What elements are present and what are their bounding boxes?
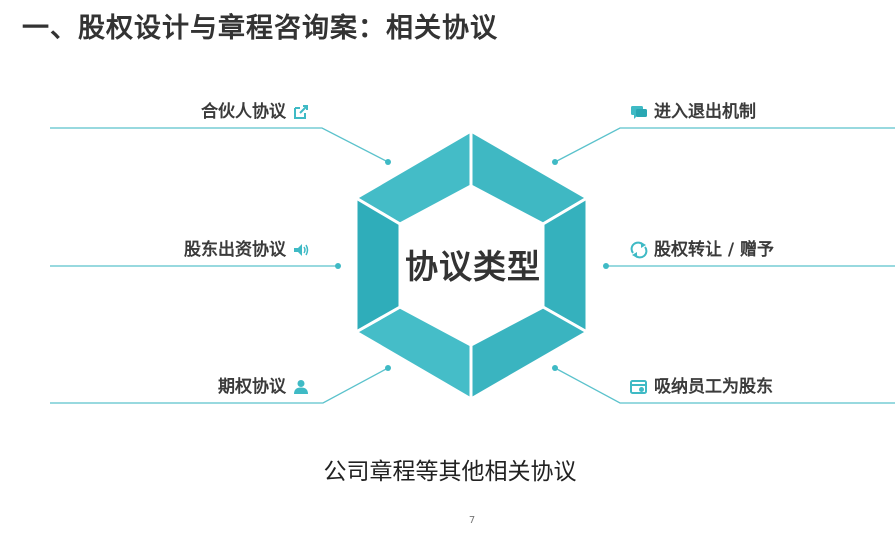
- connector-line-right-1: [554, 127, 895, 163]
- hexagon-segment-left: [354, 196, 402, 334]
- item-label: 吸纳员工为股东: [654, 377, 773, 397]
- item-shareholder-investment-agreement: 股东出资协议: [130, 239, 316, 261]
- connector-dot-left-3: [385, 365, 391, 371]
- item-label: 股东出资协议: [184, 240, 286, 260]
- connector-line-left-3: [50, 367, 389, 404]
- page-title: 一、股权设计与章程咨询案：相关协议: [22, 13, 498, 44]
- connector-dot-right-2: [603, 263, 609, 269]
- connector-dot-right-1: [552, 159, 558, 165]
- speaker-icon: [292, 241, 310, 259]
- connector-line-left-1: [50, 127, 389, 163]
- item-label: 期权协议: [218, 377, 286, 397]
- item-entry-exit-mechanism: 进入退出机制: [624, 101, 756, 123]
- user-icon: [292, 378, 310, 396]
- transfer-icon: [630, 241, 648, 259]
- share-icon: [292, 103, 310, 121]
- hexagon-segment-bottom-right: [469, 305, 589, 401]
- center-label: 协议类型: [405, 247, 541, 286]
- footer-text: 公司章程等其他相关协议: [323, 459, 577, 485]
- card-icon: [630, 378, 648, 396]
- connector-dot-right-3: [552, 365, 558, 371]
- connector-dot-left-2: [335, 263, 341, 269]
- item-label: 进入退出机制: [654, 102, 756, 122]
- chat-icon: [630, 103, 648, 121]
- item-label: 股权转让 / 赠予: [654, 240, 775, 260]
- page-number: 7: [468, 515, 476, 526]
- connector-dot-left-1: [385, 159, 391, 165]
- item-equity-transfer-gift: 股权转让 / 赠予: [624, 239, 774, 261]
- item-partnership-agreement: 合伙人协议: [150, 101, 316, 123]
- item-label: 合伙人协议: [201, 102, 286, 122]
- connector-line-right-3: [554, 367, 895, 404]
- item-option-agreement: 期权协议: [170, 376, 316, 398]
- item-employee-shareholders: 吸纳员工为股东: [624, 376, 773, 398]
